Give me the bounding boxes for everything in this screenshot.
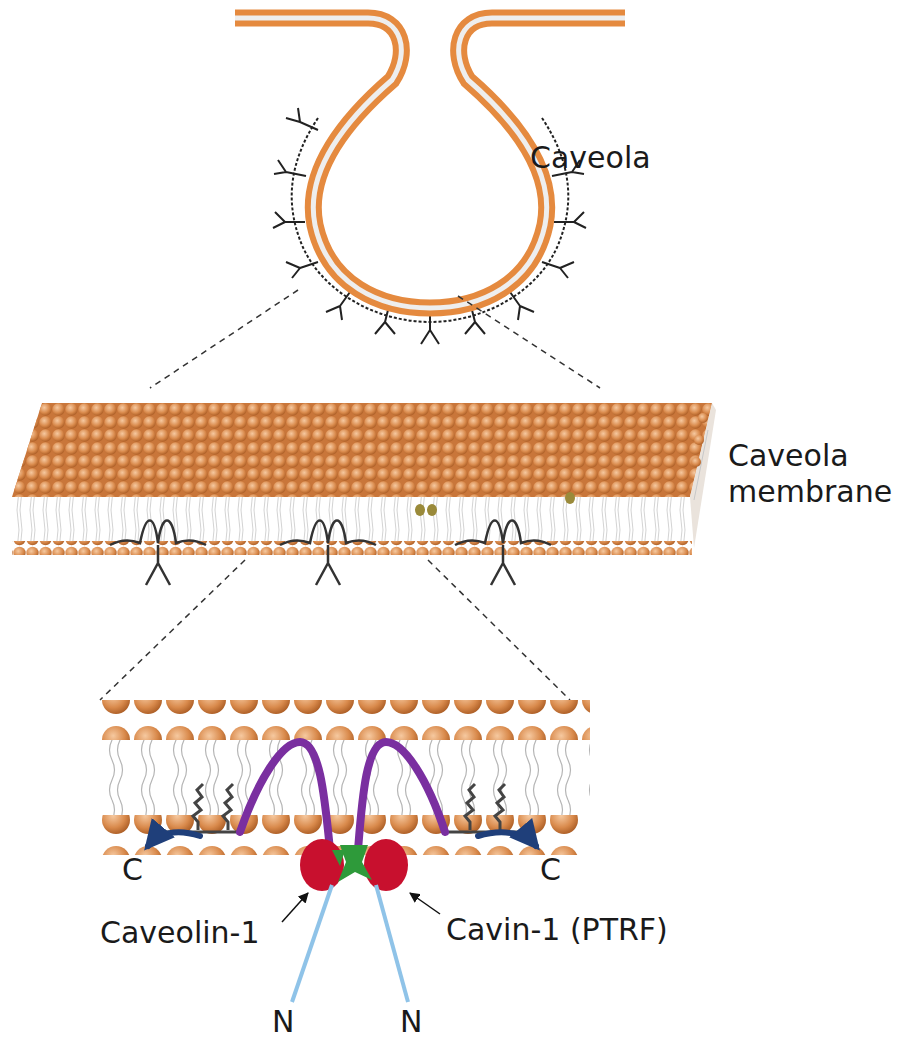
palmitoyl-chains (165, 784, 530, 832)
caveolin-1-protein (240, 742, 445, 891)
terminus-label: N (400, 1004, 422, 1040)
structure-label: Caveola membrane (728, 438, 903, 510)
n-terminus-chains (292, 885, 408, 1002)
terminus-label: C (122, 852, 143, 888)
terminus-label: N (272, 1004, 294, 1040)
caveolin-hairpins (110, 521, 551, 586)
c-terminus-arrows (148, 832, 536, 846)
leader-arrows (282, 893, 440, 922)
protein-label: Caveolin-1 (100, 915, 260, 951)
terminus-label: C (540, 852, 561, 888)
protein-label: Cavin-1 (PTRF) (446, 912, 668, 948)
structure-label: Caveola (530, 140, 651, 176)
lipid-bilayer (100, 700, 590, 855)
membrane-slab (12, 403, 716, 555)
